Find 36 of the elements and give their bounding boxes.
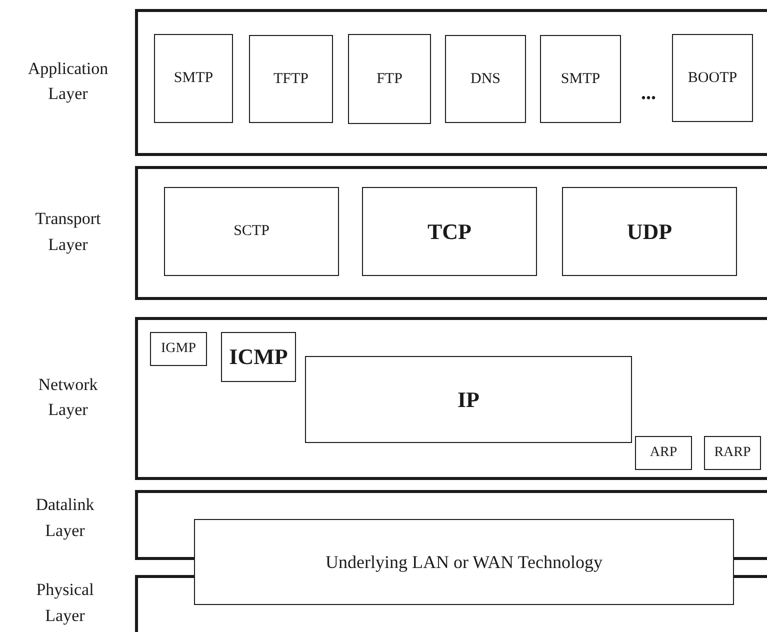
protocol-box [672,34,753,122]
protocol-box [150,332,207,366]
protocol-box [562,187,737,276]
protocol-box [445,35,526,123]
protocol-box [540,35,621,123]
protocol-name: UDP [626,218,672,246]
protocol-box [305,356,632,443]
protocol-box [362,187,537,276]
layer-name: Application Layer [26,58,110,105]
protocol-name: IGMP [160,340,196,358]
protocol-name: Underlying LAN or WAN Technology [325,550,603,574]
protocol-box [704,436,761,470]
protocol-box [249,35,333,123]
protocol-name: IP [458,386,480,414]
ellipsis-mark: ... [641,83,656,103]
protocol-name: ARP [650,444,678,462]
protocol-name: ICMP [229,343,288,371]
protocol-box [635,436,692,470]
protocol-name: SMTP [174,69,214,88]
layer-name: Network Layer [37,374,99,421]
protocol-name: SCTP [234,222,270,241]
protocol-box [348,34,431,124]
protocol-name: FTP [376,70,402,88]
protocol-box [164,187,339,276]
protocol-name: DNS [470,70,500,88]
protocol-name: BOOTP [688,68,738,88]
protocol-box [194,519,734,605]
protocol-box [154,34,233,123]
protocol-name: SMTP [560,70,600,88]
protocol-name: TCP [428,218,472,246]
protocol-name: TFTP [273,70,308,88]
protocol-box [221,332,296,382]
layer-name: Transport Layer [34,208,102,256]
layer-name: Physical Layer [35,579,95,627]
protocol-name: RARP [714,444,751,462]
layer-name: Datalink Layer [34,494,96,542]
